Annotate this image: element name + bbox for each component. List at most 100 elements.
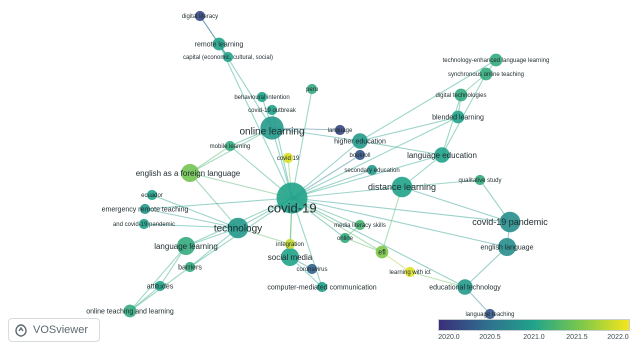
edge-educational_technology-learning_with_ict [409, 271, 466, 288]
node-covid-outbreak[interactable] [266, 104, 278, 116]
edge-technology-ecuador [151, 194, 239, 229]
node-label-secondary-education: secondary education [344, 168, 399, 174]
node-label-cmc: computer-mediated communication [267, 284, 376, 291]
edge-covid19-language_education [291, 154, 443, 199]
legend-tick-2021-0: 2021.0 [523, 334, 545, 341]
node-label-learning-with-ict: learning with ict [389, 270, 431, 276]
edge-covid19-remote_learning [218, 43, 293, 199]
node-covid19[interactable] [276, 182, 308, 214]
edge-technology-emergency_remote [144, 208, 239, 229]
node-educational-technology[interactable] [457, 279, 473, 295]
node-label-synchronous: synchronous online teaching [448, 72, 524, 78]
node-label-tech-enhanced: technology-enhanced language learning [443, 58, 550, 64]
edge-technology-efl_foreign [189, 172, 239, 229]
node-label-covid19-pandemic-small: and covid-19 pandemic [113, 222, 175, 228]
edge-higher_education-blended_learning [359, 116, 459, 142]
node-language-education[interactable] [434, 147, 450, 163]
node-label-digital-technologies: digital technologies [435, 93, 486, 99]
edge-distance_learning-covid19_pandemic [401, 186, 511, 223]
node-language[interactable] [334, 124, 346, 136]
node-label-integration: integration [276, 242, 304, 248]
node-learning-with-ict[interactable] [404, 266, 416, 278]
node-remote-learning[interactable] [212, 37, 226, 51]
node-social-media[interactable] [281, 248, 299, 266]
legend-gradient-bar [438, 319, 630, 331]
node-label-media-literacy: media literacy skills [334, 223, 386, 229]
node-higher-education[interactable] [352, 133, 368, 149]
edge-language_learning-online_teaching [129, 245, 187, 312]
network-nodes [123, 10, 521, 320]
edge-covid19-english_language [291, 197, 508, 248]
edge-covid19-efl_foreign [189, 172, 293, 199]
node-mobile-learning[interactable] [224, 140, 236, 152]
node-capital[interactable] [222, 51, 234, 63]
node-media-literacy[interactable] [354, 219, 366, 231]
node-label-covid-outbreak: covid-19 outbreak [248, 108, 297, 114]
node-synchronous[interactable] [479, 67, 493, 81]
node-online[interactable] [339, 232, 351, 244]
node-blended-learning[interactable] [451, 110, 465, 124]
node-behavioural-intention[interactable] [256, 91, 268, 103]
node-label-digital-literacy: digital literacy [182, 14, 218, 20]
node-label-language-teaching: language teaching [465, 312, 514, 318]
node-covid-19-small[interactable] [282, 152, 294, 164]
edge-covid19-peru [291, 88, 313, 199]
node-online-teaching[interactable] [123, 304, 137, 318]
node-coronavirus[interactable] [306, 263, 318, 275]
node-label-language-learning: language learning [154, 242, 218, 251]
edge-technology-covid19_pandemic_small [143, 223, 239, 229]
node-technology[interactable] [227, 217, 249, 239]
node-language-teaching[interactable] [484, 308, 496, 320]
node-label-covid19-pandemic: covid-19 pandemic [472, 217, 548, 227]
node-label-social-media: social media [268, 253, 313, 262]
node-covid19-pandemic-small[interactable] [138, 218, 150, 230]
node-efl-foreign[interactable] [181, 164, 199, 182]
node-label-educational-technology: educational technology [429, 284, 501, 291]
node-label-language-education: language education [407, 151, 477, 160]
node-peru[interactable] [306, 83, 318, 95]
vosviewer-logo[interactable]: VOSviewer [8, 318, 100, 342]
node-covid19-pandemic[interactable] [499, 211, 521, 233]
node-secondary-education[interactable] [366, 164, 378, 176]
node-barriers[interactable] [184, 261, 196, 273]
node-online-learning[interactable] [260, 116, 284, 140]
node-cmc[interactable] [316, 281, 328, 293]
edge-technology-barriers [189, 227, 239, 268]
node-attitudes[interactable] [154, 280, 166, 292]
node-language-learning[interactable] [177, 237, 195, 255]
node-integration[interactable] [284, 238, 296, 250]
node-label-peru: peru [306, 87, 318, 93]
edge-language_education-synchronous [441, 73, 487, 156]
edge-efl-online [344, 237, 383, 253]
node-label-emergency-remote: emergency remote teaching [102, 206, 189, 213]
node-label-blended-learning: blended learning [432, 114, 484, 121]
edge-covid19-covid19_pandemic [291, 197, 511, 223]
node-label-coronavirus: coronavirus [296, 267, 327, 273]
node-ecuador[interactable] [146, 189, 158, 201]
vosviewer-logo-icon [15, 324, 27, 337]
edge-english_language-educational_technology [464, 246, 508, 288]
node-digital-literacy[interactable] [194, 10, 206, 22]
node-english-language[interactable] [498, 238, 516, 256]
edge-higher_education-tech_enhanced [359, 59, 497, 142]
node-digital-technologies[interactable] [454, 88, 468, 102]
node-label-attitudes: attitudes [147, 283, 174, 290]
edge-covid19-efl [291, 197, 383, 253]
node-label-qualitative-study: qualitative study [458, 178, 501, 184]
node-efl[interactable] [375, 245, 389, 259]
node-distance-learning[interactable] [391, 176, 413, 198]
node-emergency-remote[interactable] [139, 203, 151, 215]
node-label-covid-19-small: covid 19 [277, 156, 300, 162]
node-label-mobile-learning: mobile learning [210, 144, 251, 150]
vosviewer-logo-text: VOSviewer [33, 324, 89, 336]
node-bookroll[interactable] [354, 149, 366, 161]
node-qualitative-study[interactable] [474, 174, 486, 186]
node-label-ecuador: ecuador [141, 193, 163, 199]
node-label-capital: capital (economic, cultural, social) [183, 55, 273, 61]
node-label-higher-education: higher education [334, 138, 386, 145]
legend-tick-2020-0: 2020.0 [438, 334, 460, 341]
node-label-online: online [337, 236, 354, 242]
edge-covid19-distance_learning [291, 186, 403, 199]
node-tech-enhanced[interactable] [489, 53, 503, 67]
edge-online_learning-higher_education [271, 127, 361, 142]
